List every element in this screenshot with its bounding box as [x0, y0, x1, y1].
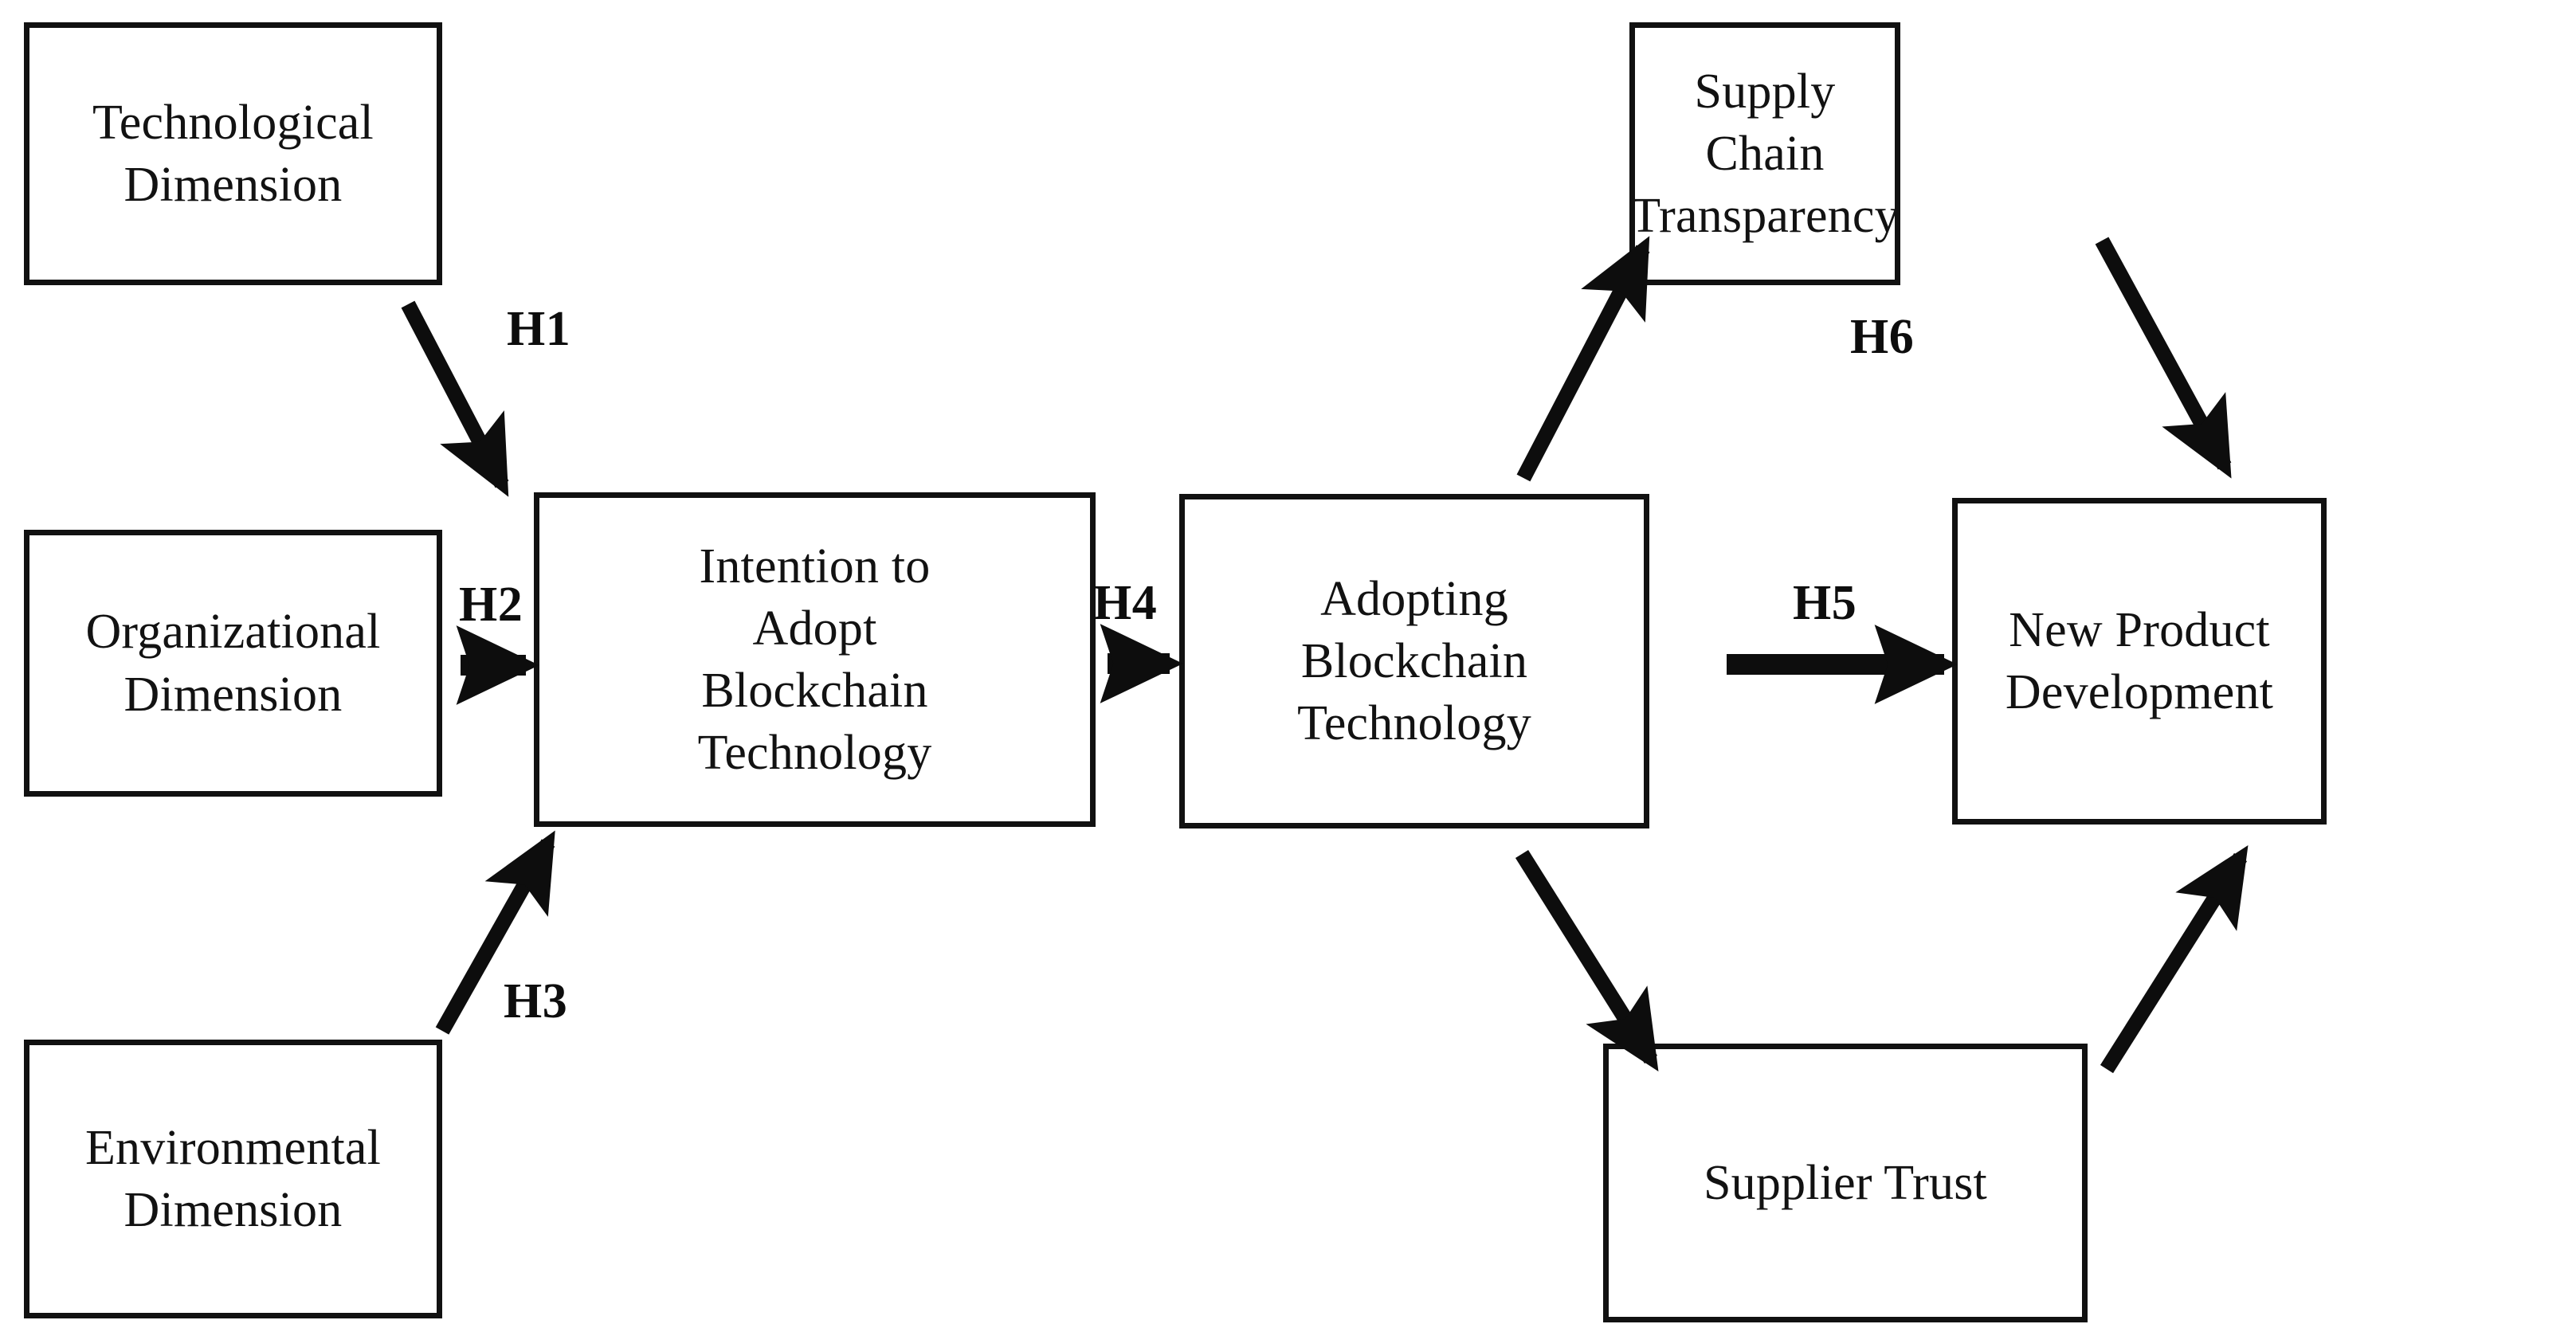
node-label-intention-to-adopt-blockchain-technology: Intention to Adopt Blockchain Technology: [697, 539, 932, 781]
node-new-product-development[interactable]: New Product Development: [1952, 498, 2327, 825]
edge-arrow-h7-in: [1515, 849, 1659, 1072]
node-label-adopting-blockchain-technology: Adopting Blockchain Technology: [1297, 571, 1531, 751]
node-technological-dimension[interactable]: Technological Dimension: [24, 22, 442, 285]
node-environmental-dimension[interactable]: Environmental Dimension: [24, 1040, 442, 1318]
edge-arrow-h1: [401, 300, 509, 497]
edge-label-h4: H4: [1093, 576, 1158, 630]
node-label-environmental-dimension: Environmental Dimension: [84, 1120, 382, 1237]
node-supply-chain-transparency[interactable]: Supply Chain Transparency: [1629, 22, 1900, 285]
node-label-technological-dimension: Technological Dimension: [92, 95, 374, 212]
edge-label-h5: H5: [1793, 576, 1857, 630]
edge-arrow-h6: [2095, 237, 2232, 479]
node-label-new-product-development: New Product Development: [2005, 602, 2274, 719]
node-label-organizational-dimension: Organizational Dimension: [85, 605, 381, 722]
edge-arrow-h7: [2100, 844, 2249, 1074]
node-label-supply-chain-transparency: Supply Chain Transparency: [1630, 64, 1900, 244]
node-supplier-trust[interactable]: Supplier Trust: [1603, 1044, 2088, 1322]
node-intention-to-adopt-blockchain-technology[interactable]: Intention to Adopt Blockchain Technology: [534, 492, 1096, 827]
edge-label-h3: H3: [504, 974, 568, 1028]
edge-label-h2: H2: [459, 578, 523, 632]
edge-label-h6: H6: [1850, 310, 1915, 364]
node-organizational-dimension[interactable]: Organizational Dimension: [24, 530, 442, 797]
node-label-supplier-trust: Supplier Trust: [1704, 1155, 1987, 1210]
edge-label-h1: H1: [507, 302, 571, 356]
node-adopting-blockchain-technology[interactable]: Adopting Blockchain Technology: [1179, 494, 1649, 828]
edge-arrow-h6-in: [1516, 236, 1650, 482]
